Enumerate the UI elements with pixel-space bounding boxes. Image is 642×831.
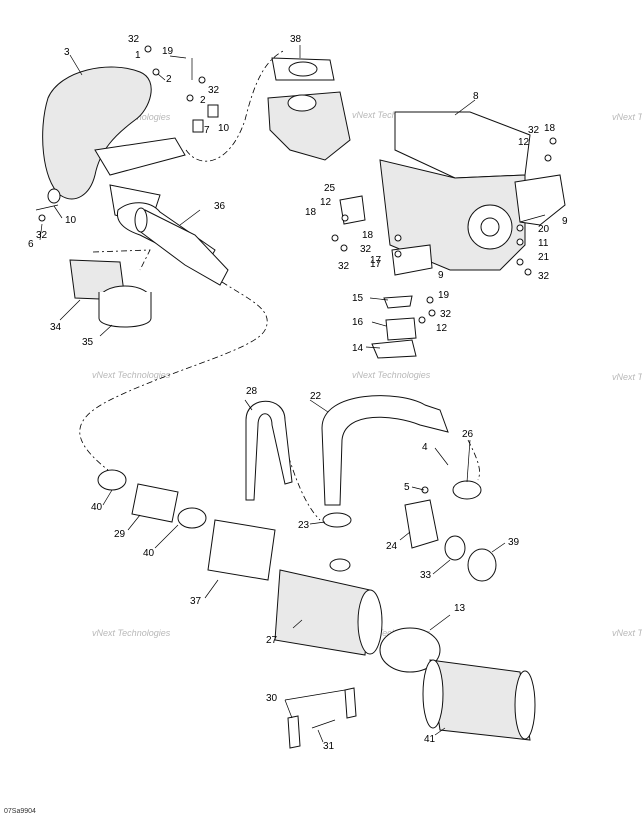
label-part-36: 36 [214, 201, 226, 212]
label-part-32: 32 [36, 230, 48, 241]
brackets [287, 687, 357, 749]
label-part-40: 40 [143, 548, 155, 559]
label-part-29: 29 [114, 529, 126, 540]
label-part-32: 32 [208, 85, 220, 96]
label-part-33: 33 [420, 570, 432, 581]
label-part-9: 9 [438, 270, 444, 281]
label-part-16: 16 [352, 317, 364, 328]
fasteners [35, 45, 557, 494]
engine-block [379, 111, 566, 271]
label-part-30: 30 [266, 693, 278, 704]
label-part-17: 17 [370, 259, 382, 270]
engine-mounts [339, 195, 433, 359]
label-part-18: 18 [305, 207, 317, 218]
label-part-7: 7 [204, 125, 210, 136]
water-box [379, 627, 536, 741]
label-part-18: 18 [362, 230, 374, 241]
label-part-20: 20 [538, 224, 550, 235]
clamps-tubes [97, 469, 352, 581]
leader-lines [39, 45, 546, 743]
label-part-32: 32 [338, 261, 350, 272]
label-part-19: 19 [438, 290, 450, 301]
label-part-26: 26 [462, 429, 474, 440]
label-part-13: 13 [454, 603, 466, 614]
label-part-21: 21 [538, 252, 550, 263]
watermark: vNext Technologies [612, 112, 642, 122]
label-part-9: 9 [562, 216, 568, 227]
label-part-8: 8 [473, 91, 479, 102]
label-part-37: 37 [190, 596, 202, 607]
label-part-4: 4 [422, 442, 428, 453]
label-part-19: 19 [162, 46, 174, 57]
watermark: vNext Technologies [352, 370, 431, 380]
label-part-34: 34 [50, 322, 62, 333]
outlet-fittings [404, 480, 497, 582]
label-part-31: 31 [323, 741, 335, 752]
label-part-41: 41 [424, 734, 436, 745]
label-part-5: 5 [404, 482, 410, 493]
watermark: vNext Technologies [352, 110, 431, 120]
label-part-32: 32 [128, 34, 140, 45]
label-part-14: 14 [352, 343, 364, 354]
label-part-12: 12 [518, 137, 530, 148]
part-number-labels: 3 32 1 2 19 32 2 7 10 38 8 18 32 12 9 20… [28, 34, 568, 752]
label-part-22: 22 [310, 391, 322, 402]
watermark: vNext Technologies [612, 628, 642, 638]
label-part-10: 10 [65, 215, 77, 226]
label-part-6: 6 [28, 239, 34, 250]
watermark: vNext Technologies [92, 628, 171, 638]
label-part-23: 23 [298, 520, 310, 531]
label-part-10: 10 [218, 123, 230, 134]
watermark: vNext Technologies [92, 370, 171, 380]
figure-code: 07Sa9904 [4, 808, 36, 815]
coupling-sleeve [69, 259, 152, 328]
exhaust-cone [134, 207, 229, 286]
label-part-32: 32 [440, 309, 452, 320]
label-part-32: 32 [528, 125, 540, 136]
strap-and-hose [245, 395, 449, 506]
label-part-38: 38 [290, 34, 302, 45]
label-part-12: 12 [320, 197, 332, 208]
label-part-32: 32 [538, 271, 550, 282]
label-part-40: 40 [91, 502, 103, 513]
label-part-28: 28 [246, 386, 258, 397]
label-part-27: 27 [266, 635, 278, 646]
exhaust-manifold [267, 57, 351, 161]
label-part-39: 39 [508, 537, 520, 548]
watermark: vNext Technologies [612, 372, 642, 382]
label-part-15: 15 [352, 293, 364, 304]
label-part-2: 2 [200, 95, 206, 106]
label-part-32: 32 [360, 244, 372, 255]
label-part-24: 24 [386, 541, 398, 552]
routing-lines [79, 49, 480, 521]
label-part-11: 11 [538, 238, 549, 249]
label-part-12: 12 [436, 323, 448, 334]
label-part-2: 2 [166, 74, 172, 85]
label-part-35: 35 [82, 337, 94, 348]
label-part-1: 1 [135, 50, 141, 61]
muffler [274, 558, 383, 656]
label-part-18: 18 [544, 123, 556, 134]
label-part-17: 17 [370, 255, 382, 266]
label-part-3: 3 [64, 47, 70, 58]
label-part-25: 25 [324, 183, 336, 194]
